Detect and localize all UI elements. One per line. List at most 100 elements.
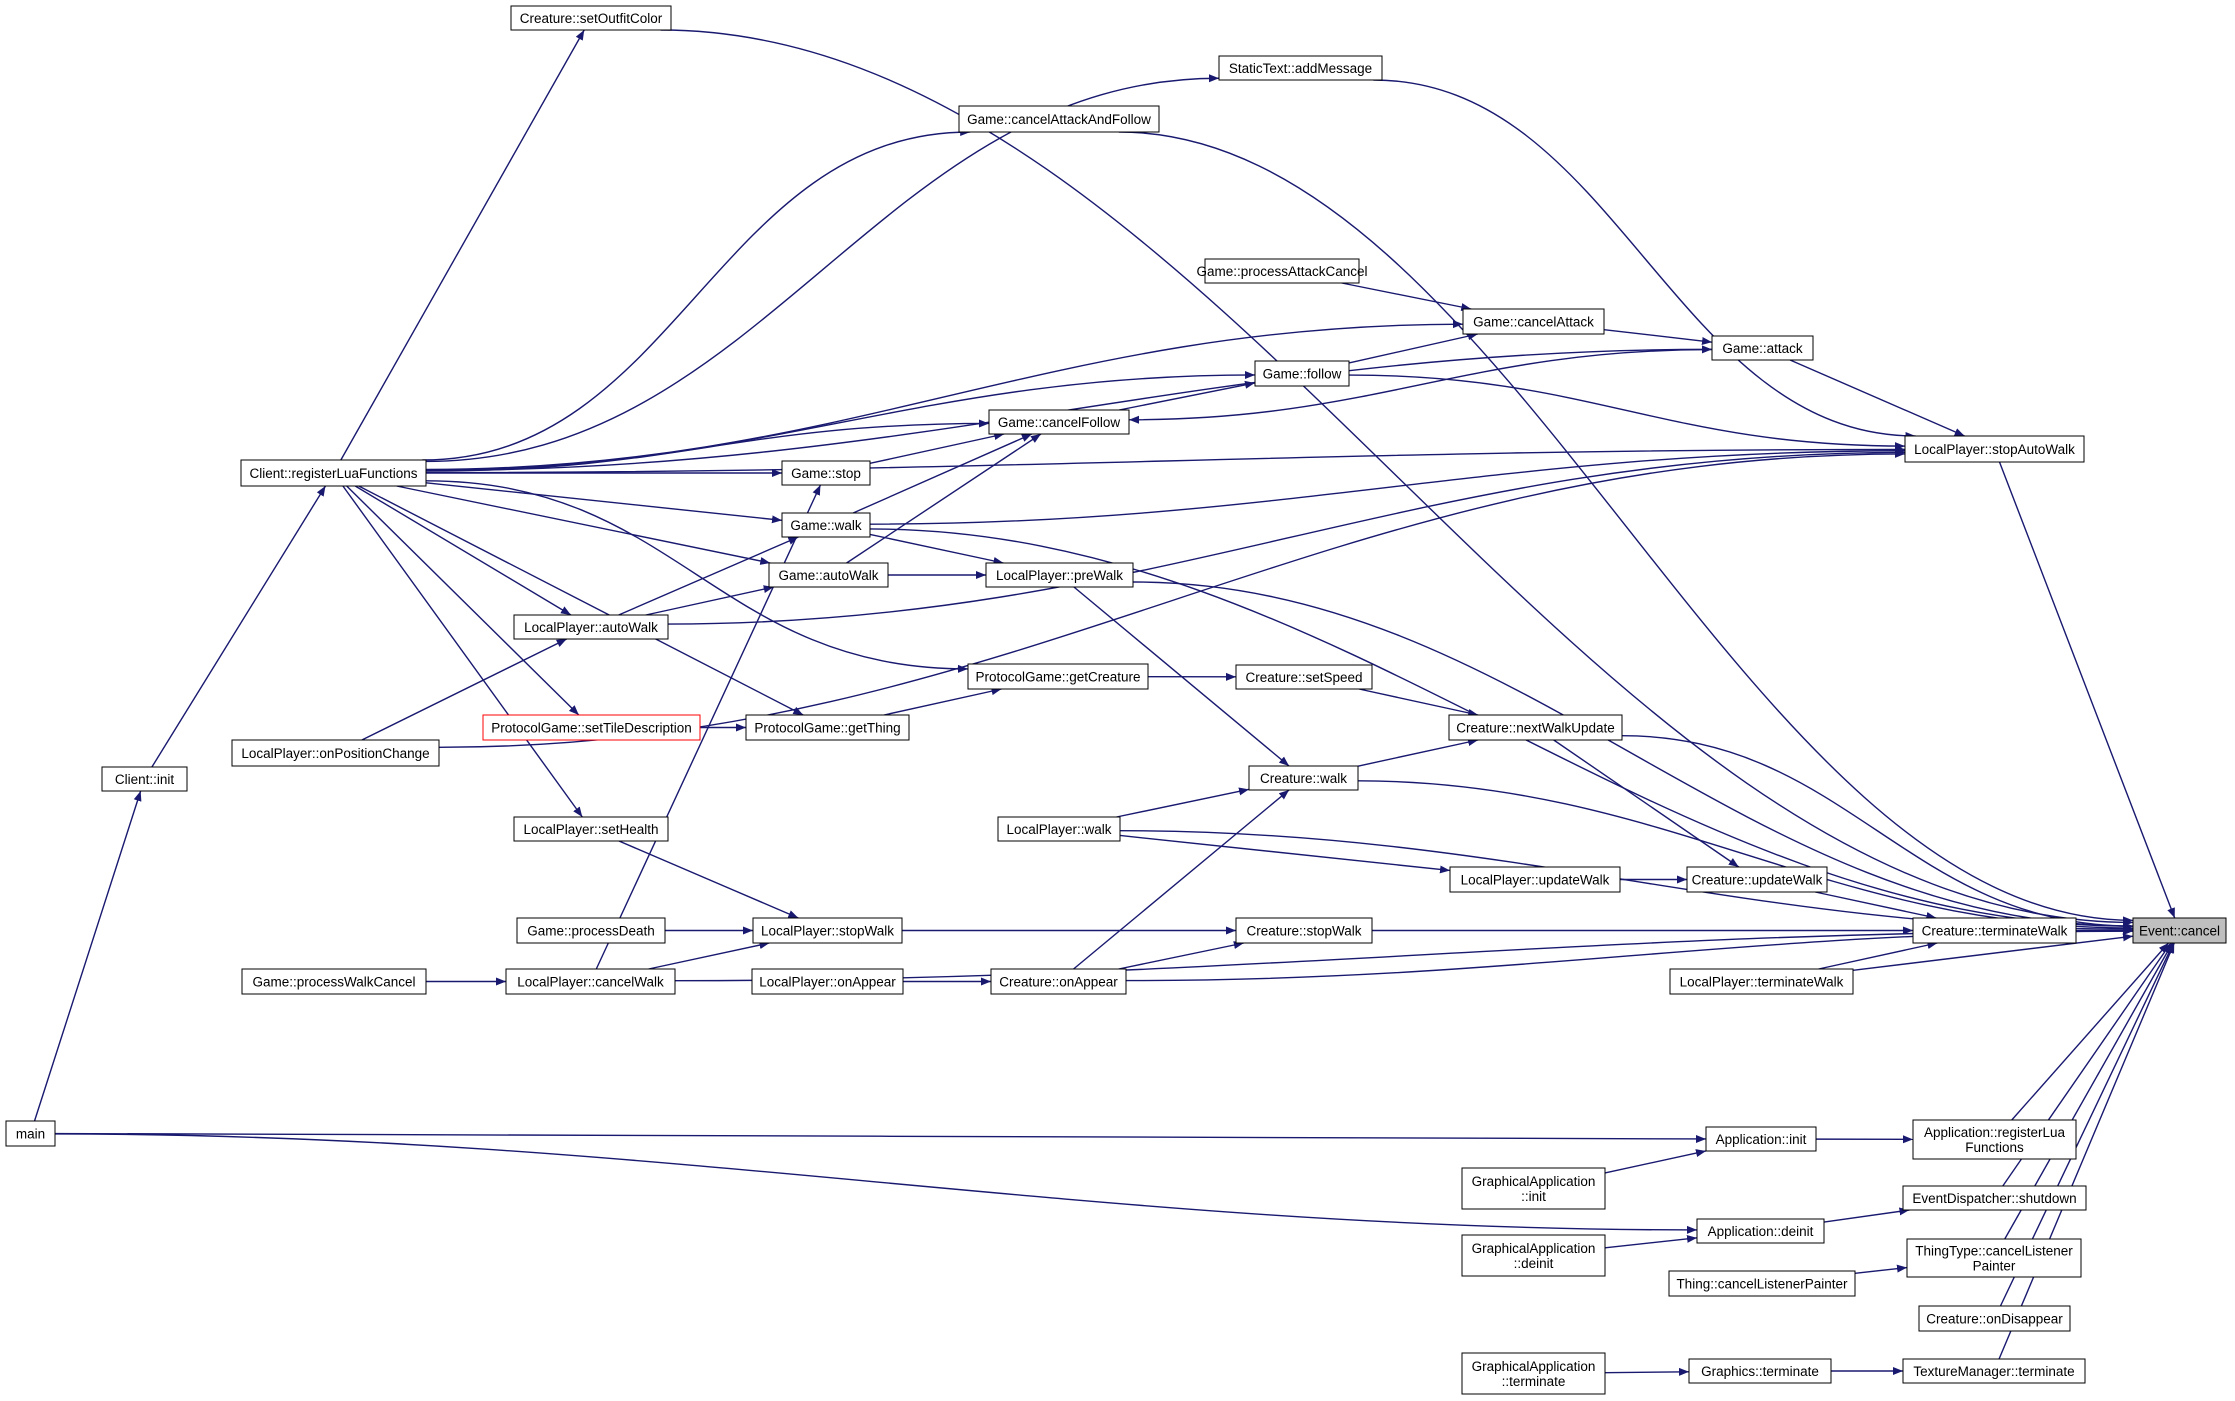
node-label: Game::processWalkCancel [252,975,415,990]
node-label: ::terminate [1502,1374,1566,1389]
node-processDeath[interactable]: Game::processDeath [516,917,666,944]
node-box [958,105,1160,133]
edge-cancelWalk-to-lpStopWalk [648,941,770,970]
node-creatureWalk[interactable]: Creature::walk [1248,765,1359,791]
node-lpStopWalk[interactable]: LocalPlayer::stopWalk [752,917,903,944]
edge-registerLuaFunctions-to-cancelAttackAndFollow [422,128,971,461]
node-processAttackCancel[interactable]: Game::processAttackCancel [1196,258,1368,284]
edge-attack-to-cancelFollow [1128,348,1713,424]
node-nextWalkUpdate[interactable]: Creature::nextWalkUpdate [1448,714,1623,741]
node-label: Application::registerLua [1924,1125,2066,1140]
node-preWalk[interactable]: LocalPlayer::preWalk [985,562,1134,588]
node-box [967,663,1149,690]
node-onDisappear[interactable]: Creature::onDisappear [1918,1305,2071,1332]
node-terminateWalk[interactable]: Creature::terminateWalk [1912,917,2077,944]
node-box [781,512,871,538]
node-label: Creature::setSpeed [1245,670,1362,685]
node-lpTerminateWalk[interactable]: LocalPlayer::terminateWalk [1669,968,1854,995]
node-creatureOnAppear[interactable]: Creature::onAppear [990,968,1127,995]
node-clientInit[interactable]: Client::init [101,766,188,792]
node-appDeinit[interactable]: Application::deinit [1696,1218,1825,1244]
edges [33,29,2176,1376]
edge-cancelFollow-to-follow [1118,380,1256,411]
node-tmTerminate[interactable]: TextureManager::terminate [1902,1358,2086,1384]
node-box [240,459,427,487]
edge-creatureOnAppear-to-creatureWalk [1073,789,1290,970]
node-creatureStopWalk[interactable]: Creature::stopWalk [1235,917,1373,944]
node-attack[interactable]: Game::attack [1711,335,1814,361]
edge-setHealth-to-lpStopWalk [618,840,799,919]
node-label: LocalPlayer::autoWalk [524,620,658,635]
edge-main-to-appDeinit [54,1133,1698,1234]
node-lpAutoWalk[interactable]: LocalPlayer::autoWalk [513,614,669,640]
edge-registerLuaFunctions-to-lpAutoWalk [354,485,572,616]
edge-creatureOnAppear-to-creatureStopWalk [1118,941,1244,970]
node-graphicsTerminate[interactable]: Graphics::terminate [1688,1358,1832,1384]
node-stopAutoWalk[interactable]: LocalPlayer::stopAutoWalk [1904,435,2085,463]
edge-gaTerminate-to-graphicsTerminate [1604,1367,1690,1376]
node-box [1902,1358,2086,1384]
node-creatureUpdateWalk[interactable]: Creature::updateWalk [1686,866,1828,893]
node-setSpeed[interactable]: Creature::setSpeed [1235,664,1373,690]
node-box [101,766,188,792]
node-box [1904,435,2085,463]
node-label: Game::stop [791,466,861,481]
node-cancelAttackAndFollow[interactable]: Game::cancelAttackAndFollow [958,105,1160,133]
node-setHealth[interactable]: LocalPlayer::setHealth [513,816,669,842]
node-label: Creature::nextWalkUpdate [1456,721,1615,736]
node-label: StaticText::addMessage [1229,61,1372,76]
edge-lpWalk-to-creatureWalk [1116,787,1250,818]
node-lpWalk[interactable]: LocalPlayer::walk [997,816,1121,842]
node-box [1912,1119,2077,1160]
node-gameAutoWalk[interactable]: Game::autoWalk [768,562,889,588]
node-gameWalk[interactable]: Game::walk [781,512,871,538]
node-lpUpdateWalk[interactable]: LocalPlayer::updateWalk [1449,866,1621,893]
node-ttCancel[interactable]: ThingType::cancelListenerPainter [1906,1238,2082,1278]
node-eventCancel[interactable]: Event::cancel [2132,917,2227,944]
node-gaTerminate[interactable]: GraphicalApplication::terminate [1461,1352,1606,1395]
node-label: GraphicalApplication [1472,1359,1596,1374]
edge-creatureUpdateWalk-to-terminateWalk [1815,891,1937,920]
node-box [1669,968,1854,995]
node-box [510,5,672,31]
node-label: Application::init [1716,1132,1807,1147]
node-label: ::deinit [1514,1256,1554,1271]
node-gaDeinit[interactable]: GraphicalApplication::deinit [1461,1234,1606,1277]
node-label: Client::registerLuaFunctions [249,466,417,481]
node-getCreature[interactable]: ProtocolGame::getCreature [967,663,1149,690]
node-getThing[interactable]: ProtocolGame::getThing [745,714,910,741]
node-appInit[interactable]: Application::init [1705,1126,1817,1152]
node-label: Functions [1965,1140,2024,1155]
edge-tmTerminate-to-eventCancel [1998,942,2175,1360]
node-setTileDescription[interactable]: ProtocolGame::setTileDescription [482,714,701,741]
edge-lpTerminateWalk-to-eventCancel [1852,933,2134,972]
edge-registerLuaFunctions-to-gameWalk [425,482,783,524]
node-box [768,562,889,588]
node-label: Game::cancelAttack [1473,315,1594,330]
node-label: Thing::cancelListenerPainter [1676,1277,1848,1292]
edge-gameAutoWalk-to-cancelFollow [846,433,1042,564]
edge-creatureWalk-to-nextWalkUpdate [1357,738,1479,767]
node-gaInit[interactable]: GraphicalApplication::init [1461,1167,1606,1210]
node-processWalkCancel[interactable]: Game::processWalkCancel [241,968,427,995]
node-appRegisterLua[interactable]: Application::registerLuaFunctions [1912,1119,2077,1160]
node-gameStop[interactable]: Game::stop [781,460,871,486]
node-onPositionChange[interactable]: LocalPlayer::onPositionChange [231,739,440,767]
node-label: Creature::setOutfitColor [520,11,663,26]
node-box [1449,866,1621,893]
node-box [985,562,1134,588]
node-label: LocalPlayer::stopAutoWalk [1914,442,2075,457]
node-lpOnAppear[interactable]: LocalPlayer::onAppear [751,968,904,995]
node-follow[interactable]: Game::follow [1254,360,1350,387]
node-thingCancel[interactable]: Thing::cancelListenerPainter [1668,1270,1856,1297]
node-setOutfitColor[interactable]: Creature::setOutfitColor [510,5,672,31]
node-cancelWalk[interactable]: LocalPlayer::cancelWalk [505,968,676,995]
node-cancelFollow[interactable]: Game::cancelFollow [988,409,1130,435]
node-shutdown[interactable]: EventDispatcher::shutdown [1902,1185,2087,1211]
edge-appDeinit-to-shutdown [1823,1207,1910,1223]
node-main[interactable]: main [5,1120,56,1147]
node-box [1248,765,1359,791]
node-cancelAttack[interactable]: Game::cancelAttack [1462,308,1605,335]
node-registerLuaFunctions[interactable]: Client::registerLuaFunctions [240,459,427,487]
node-addMessage[interactable]: StaticText::addMessage [1218,55,1383,81]
